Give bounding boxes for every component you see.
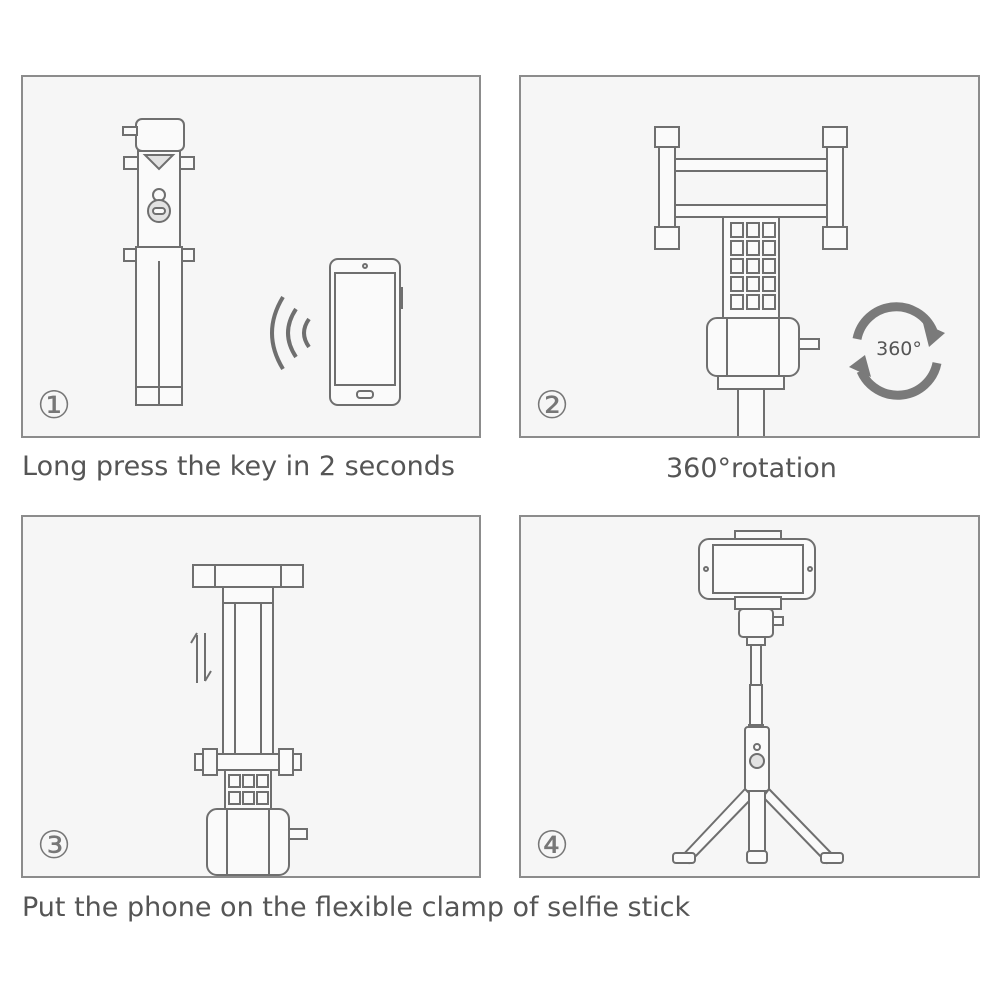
phone-clamp-icon: [192, 564, 308, 876]
step-1-caption: Long press the key in 2 seconds: [22, 451, 455, 482]
step-number: ②: [535, 383, 570, 427]
step-1-panel: ①: [21, 75, 481, 438]
tripod-icon: [672, 530, 844, 865]
step-2-panel: 360° ②: [519, 75, 980, 438]
step-3-panel: ③: [21, 515, 481, 878]
phone-clamp-icon: [654, 126, 848, 436]
step-4-panel: ④: [519, 515, 980, 878]
footer-caption: Put the phone on the flexible clamp of s…: [22, 892, 691, 923]
step-2-caption: 360°rotation: [666, 453, 837, 484]
step-number: ④: [535, 823, 570, 867]
selfie-stick-icon: [122, 118, 195, 406]
step-number: ①: [37, 383, 72, 427]
step-number: ③: [37, 823, 72, 867]
